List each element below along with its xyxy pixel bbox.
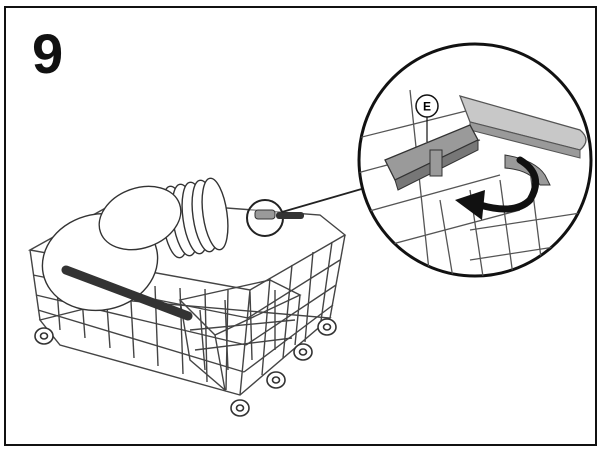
callout-label-circle xyxy=(415,94,439,118)
step-number: 9 xyxy=(32,22,64,85)
plates xyxy=(41,177,229,312)
detail-marker xyxy=(246,199,304,237)
callout-label-e: E xyxy=(423,100,431,114)
callout-connector-line xyxy=(281,187,366,213)
wheel xyxy=(266,371,286,389)
wheel xyxy=(34,327,54,345)
wheel xyxy=(230,399,250,417)
wheel xyxy=(293,343,313,361)
rotate-arrow-icon xyxy=(455,156,540,220)
basket-handle xyxy=(61,265,193,321)
wheel xyxy=(317,318,337,336)
wheels xyxy=(34,318,337,417)
latch-rail xyxy=(458,95,587,159)
magnified-detail: E xyxy=(357,42,593,278)
